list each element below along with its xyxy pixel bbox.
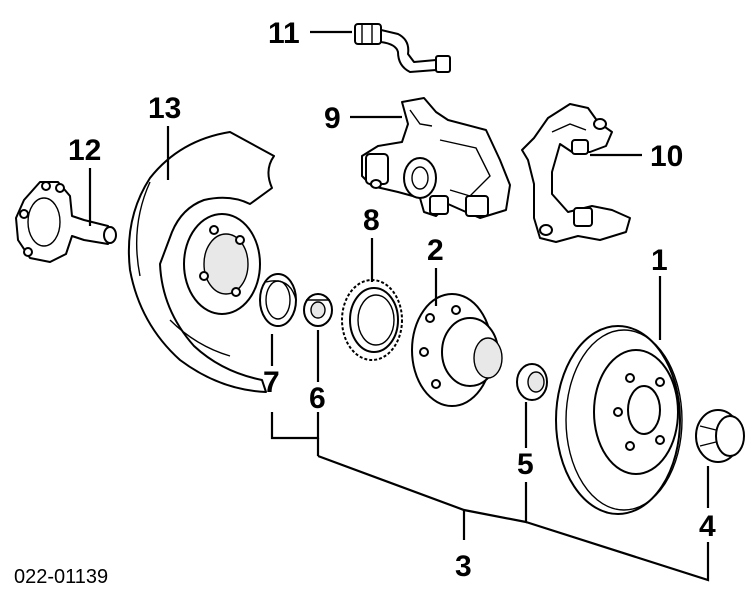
seal-part [259, 273, 297, 327]
bracket-line-right [525, 520, 710, 582]
bracket-line-left [317, 454, 528, 524]
grease-cap-part [695, 409, 745, 463]
bracket-7-6 [270, 412, 320, 440]
brake-caliper-part [361, 97, 511, 219]
outer-bearing-part [516, 363, 548, 401]
caliper-bracket-part [521, 103, 631, 243]
callout-6: 6 [309, 382, 326, 415]
callout-12: 12 [68, 134, 101, 167]
spindle-part [15, 181, 117, 263]
callout-13: 13 [148, 92, 181, 125]
callout-2: 2 [427, 234, 444, 267]
hub-part [411, 293, 503, 407]
dust-shield-part [127, 131, 275, 393]
callout-3: 3 [455, 550, 472, 583]
callout-10: 10 [650, 140, 683, 173]
drawing-code: 022-01139 [14, 566, 108, 588]
callout-1: 1 [651, 244, 668, 277]
tone-ring-part [341, 279, 403, 361]
inner-bearing-part [303, 293, 333, 327]
callout-5: 5 [517, 448, 534, 481]
callout-7: 7 [263, 366, 280, 399]
brake-hose-part [354, 23, 451, 73]
callout-11: 11 [268, 17, 300, 50]
callout-8: 8 [363, 204, 380, 237]
leader-lines [88, 30, 710, 582]
callout-4: 4 [699, 510, 716, 543]
brake-rotor-part [555, 325, 683, 515]
callout-9: 9 [324, 102, 341, 135]
